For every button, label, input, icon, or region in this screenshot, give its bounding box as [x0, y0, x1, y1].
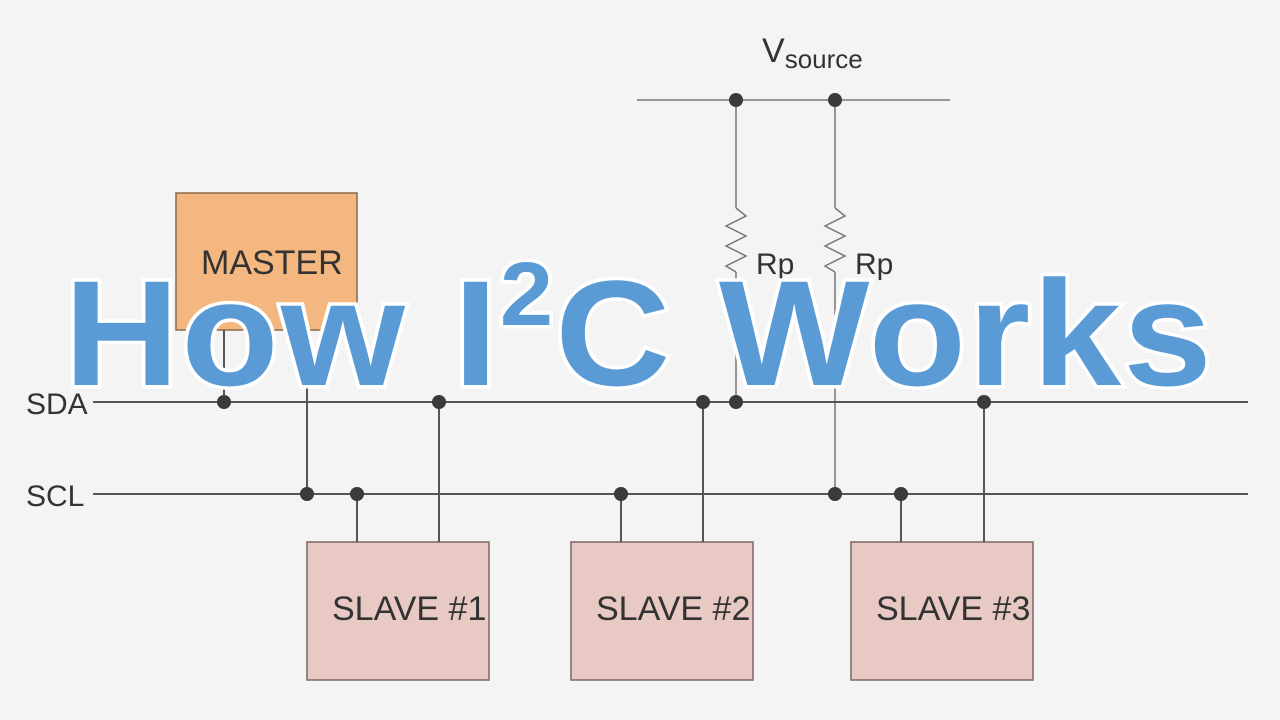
junction-dot [614, 487, 628, 501]
slave-1-box [306, 541, 490, 681]
slave-1-label: SLAVE #1 [332, 590, 486, 628]
master-label: MASTER [201, 244, 343, 282]
junction-dot [217, 395, 231, 409]
junction-dot [432, 395, 446, 409]
junction-dot [300, 487, 314, 501]
junction-dot [894, 487, 908, 501]
pullup-resistor-2-label: Rp [855, 248, 893, 281]
junction-dot [696, 395, 710, 409]
slave-2-box [570, 541, 754, 681]
junction-dot [729, 93, 743, 107]
slave-3-label: SLAVE #3 [876, 590, 1030, 628]
scl-label: SCL [26, 480, 84, 513]
junction-dot [828, 487, 842, 501]
pullup-resistor-1-label: Rp [756, 248, 794, 281]
junction-dot [729, 395, 743, 409]
vsource-label: Vsource [762, 32, 863, 74]
slave-3-box [850, 541, 1034, 681]
junction-dot [350, 487, 364, 501]
junction-dot [828, 93, 842, 107]
slave-2-label: SLAVE #2 [596, 590, 750, 628]
pullup-resistor-2 [823, 100, 847, 494]
sda-label: SDA [26, 388, 88, 421]
junction-dot [977, 395, 991, 409]
master-box [175, 192, 358, 331]
pullup-resistor-1 [724, 100, 748, 402]
